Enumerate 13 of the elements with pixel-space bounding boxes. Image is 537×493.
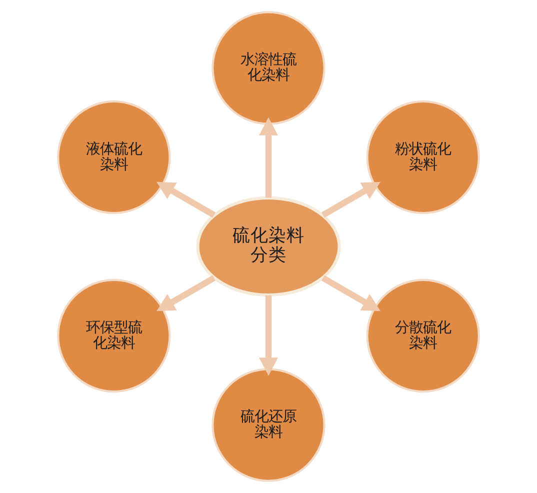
node-circle: 粉状硫化染料 [366,100,480,214]
node-circle: 环保型硫化染料 [57,278,171,393]
node-ellipse: 硫化染料分类 [196,196,341,297]
node-circle: 水溶性硫化染料 [212,11,326,125]
arrow [259,295,278,376]
arrow [156,182,216,218]
node-circle: 液体硫化染料 [57,100,171,214]
arrow [156,275,216,312]
node-circle: 硫化还原染料 [212,368,326,482]
arrow [321,275,381,312]
node-circle: 分散硫化染料 [366,278,480,393]
arrow [259,117,278,198]
arrow [321,182,381,218]
